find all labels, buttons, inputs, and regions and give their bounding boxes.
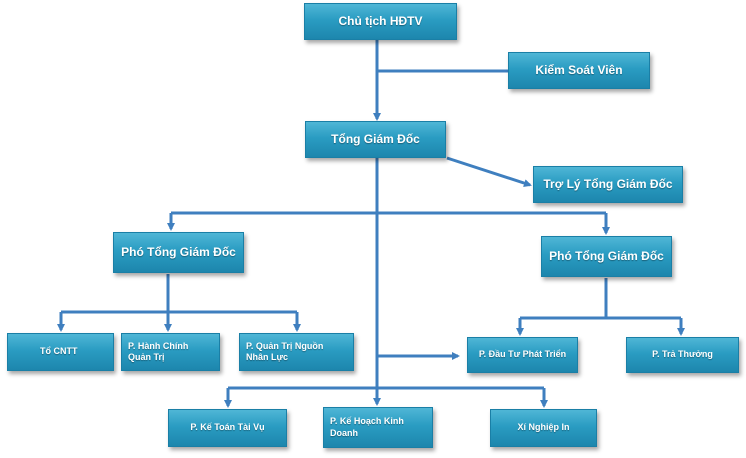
node-label: P. Kế Toán Tài Vụ <box>190 422 265 433</box>
node-label: P. Kế Hoạch Kinh Doanh <box>330 416 404 438</box>
node-ceo-assistant: Trợ Lý Tổng Giám Đốc <box>533 166 683 203</box>
node-label: Trợ Lý Tổng Giám Đốc <box>543 177 673 191</box>
node-label: Phó Tổng Giám Đốc <box>549 249 664 263</box>
node-planning-dept: P. Kế Hoạch Kinh Doanh <box>323 407 433 448</box>
node-hr-dept: P. Quản Trị Nguồn Nhân Lực <box>239 333 354 371</box>
node-investment-dept: P. Đầu Tư Phát Triển <box>467 337 578 373</box>
node-label: Tổng Giám Đốc <box>331 132 420 146</box>
node-controller: Kiểm Soát Viên <box>508 52 650 89</box>
node-label: Tổ CNTT <box>40 346 78 357</box>
node-label: Chủ tịch HĐTV <box>338 14 423 28</box>
link-ceo-assistant <box>446 156 532 187</box>
node-label: Xí Nghiệp In <box>517 422 570 433</box>
node-accounting-dept: P. Kế Toán Tài Vụ <box>168 409 287 447</box>
node-deputy-left: Phó Tổng Giám Đốc <box>113 232 244 273</box>
node-label: Kiểm Soát Viên <box>535 63 623 77</box>
node-chairman: Chủ tịch HĐTV <box>304 3 457 40</box>
node-bonus-dept: P. Trả Thưởng <box>626 337 739 373</box>
node-printing-unit: Xí Nghiệp In <box>490 409 597 447</box>
node-ceo: Tổng Giám Đốc <box>305 121 446 158</box>
node-label: P. Quản Trị Nguồn Nhân Lực <box>246 340 324 362</box>
node-it-team: Tổ CNTT <box>7 333 114 371</box>
node-label: P. Hành Chính Quản Trị <box>128 340 189 362</box>
node-admin-dept: P. Hành Chính Quản Trị <box>121 333 220 371</box>
node-deputy-right: Phó Tổng Giám Đốc <box>541 236 672 277</box>
node-label: Phó Tổng Giám Đốc <box>121 245 236 259</box>
node-label: P. Trả Thưởng <box>652 349 713 360</box>
node-label: P. Đầu Tư Phát Triển <box>478 349 567 360</box>
